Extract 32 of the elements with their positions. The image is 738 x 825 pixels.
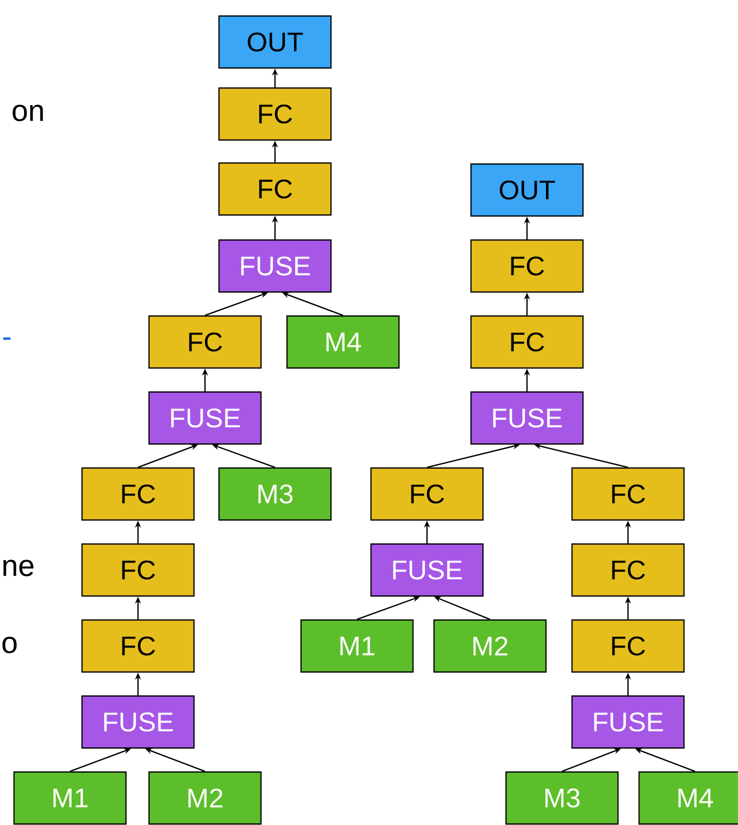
fc-layer-box: FC <box>470 239 584 293</box>
modality-box: M1 <box>300 619 414 673</box>
output-box: OUT <box>470 163 584 217</box>
fc-layer-box: FC <box>571 619 685 673</box>
fuse-box: FUSE <box>81 695 195 749</box>
fc-layer-box: FC <box>218 162 332 216</box>
text-fragment: - <box>3 337 10 340</box>
modality-box: M3 <box>218 467 332 521</box>
modality-box: M3 <box>505 771 619 825</box>
fc-layer-box: FC <box>370 467 484 521</box>
text-fragment: o <box>2 636 17 654</box>
fuse-box: FUSE <box>571 695 685 749</box>
fc-layer-box: FC <box>470 315 584 369</box>
output-box: OUT <box>218 15 332 69</box>
text-fragment: on <box>12 104 43 122</box>
fuse-box: FUSE <box>218 239 332 293</box>
fc-layer-box: FC <box>571 543 685 597</box>
modality-box: M4 <box>638 771 738 825</box>
modality-box: M4 <box>286 315 400 369</box>
fuse-box: FUSE <box>470 391 584 445</box>
fc-layer-box: FC <box>571 467 685 521</box>
modality-box: M2 <box>433 619 547 673</box>
fc-layer-box: FC <box>81 619 195 673</box>
fc-layer-box: FC <box>218 87 332 141</box>
fc-layer-box: FC <box>81 543 195 597</box>
fuse-box: FUSE <box>370 543 484 597</box>
fuse-box: FUSE <box>148 391 262 445</box>
fc-layer-box: FC <box>81 467 195 521</box>
fc-layer-box: FC <box>148 315 262 369</box>
text-fragment: ne <box>3 560 34 576</box>
modality-box: M2 <box>148 771 262 825</box>
modality-box: M1 <box>13 771 127 825</box>
